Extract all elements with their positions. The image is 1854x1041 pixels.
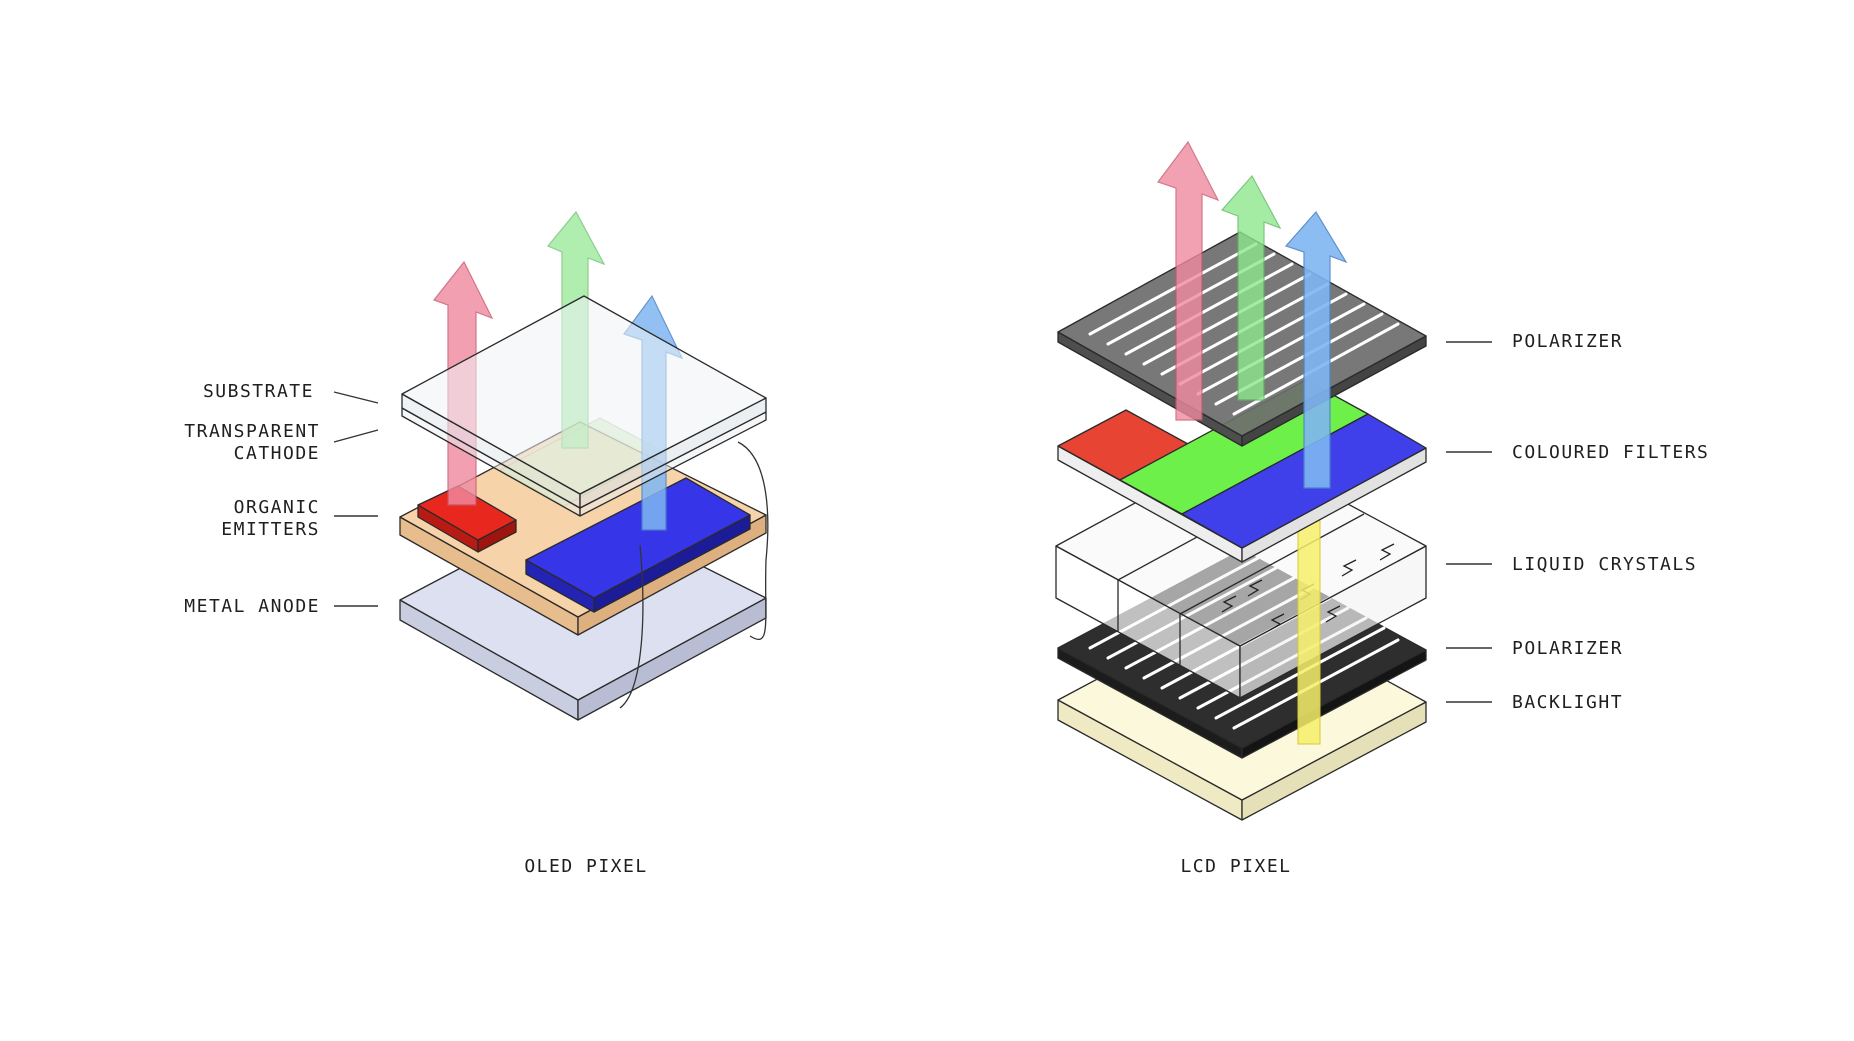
oled-pixel-diagram: SUBSTRATE TRANSPARENT CATHODE ORGANIC EM… [184,210,769,877]
crystal-molecules [1221,543,1395,631]
lcd-labels: POLARIZER COLOURED FILTERS LIQUID CRYSTA… [1446,331,1709,713]
label-backlight: BACKLIGHT [1512,692,1623,713]
yellow-light-ray [1297,499,1321,745]
blue-emitter-block [525,477,751,613]
label-transparent: TRANSPARENT [184,421,320,442]
oled-labels: SUBSTRATE TRANSPARENT CATHODE ORGANIC EM… [184,381,379,617]
oled-caption: OLED PIXEL [524,856,647,877]
organic-emitter-layer [399,417,767,636]
label-emitters: EMITTERS [221,519,320,540]
label-substrate: SUBSTRATE [203,381,314,402]
lcd-caption: LCD PIXEL [1180,856,1291,877]
label-coloured-filters: COLOURED FILTERS [1512,442,1709,463]
lcd-pixel-diagram: POLARIZER COLOURED FILTERS LIQUID CRYSTA… [1055,140,1709,877]
label-polarizer-bottom: POLARIZER [1512,638,1623,659]
substrate-layer [401,295,767,509]
label-polarizer-top: POLARIZER [1512,331,1623,352]
lcd-blue-light-arrow [1284,210,1348,489]
label-organic: ORGANIC [234,497,320,518]
circuit-wire [619,441,769,709]
lcd-red-light-arrow [1157,140,1220,421]
label-cathode: CATHODE [234,443,320,464]
lcd-green-light-arrow [1220,174,1282,401]
red-emitter-block [417,485,517,553]
label-liquid-crystals: LIQUID CRYSTALS [1512,554,1697,575]
leader-substrate [333,391,379,404]
label-metal-anode: METAL ANODE [184,596,320,617]
leader-cathode [333,429,379,443]
